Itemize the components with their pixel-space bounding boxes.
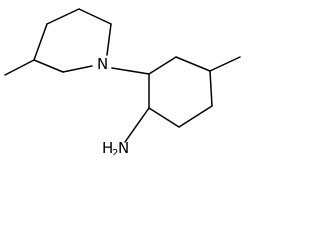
bond-piperidine-4 — [62, 65, 93, 73]
nitrogen-label: N — [97, 55, 108, 73]
bond-cyclohexyl-3 — [209, 70, 213, 107]
bond-amine — [124, 107, 150, 143]
bond-n-cyclohexyl — [111, 67, 150, 75]
bond-piperidine-1 — [46, 8, 80, 25]
structure-canvas: N H 2 N — [4, 8, 241, 155]
bond-piperidine-6 — [33, 23, 48, 61]
bond-piperidine-3 — [106, 23, 112, 56]
amine-n-label: N — [118, 139, 129, 155]
bond-piperidine-5 — [33, 59, 64, 73]
amine-subscript-label: 2 — [112, 148, 118, 155]
molecule-diagram: N H 2 N — [4, 8, 241, 155]
bond-cyclohexyl-4 — [178, 105, 213, 128]
bond-methyl-right — [209, 56, 241, 72]
bond-cyclohexyl-2 — [175, 56, 211, 72]
bond-piperidine-2 — [78, 8, 112, 25]
bond-cyclohexyl-5 — [148, 107, 180, 128]
bond-cyclohexyl-1 — [148, 56, 177, 75]
bond-methyl-left — [4, 59, 35, 76]
amine-h-label: H — [102, 139, 113, 155]
